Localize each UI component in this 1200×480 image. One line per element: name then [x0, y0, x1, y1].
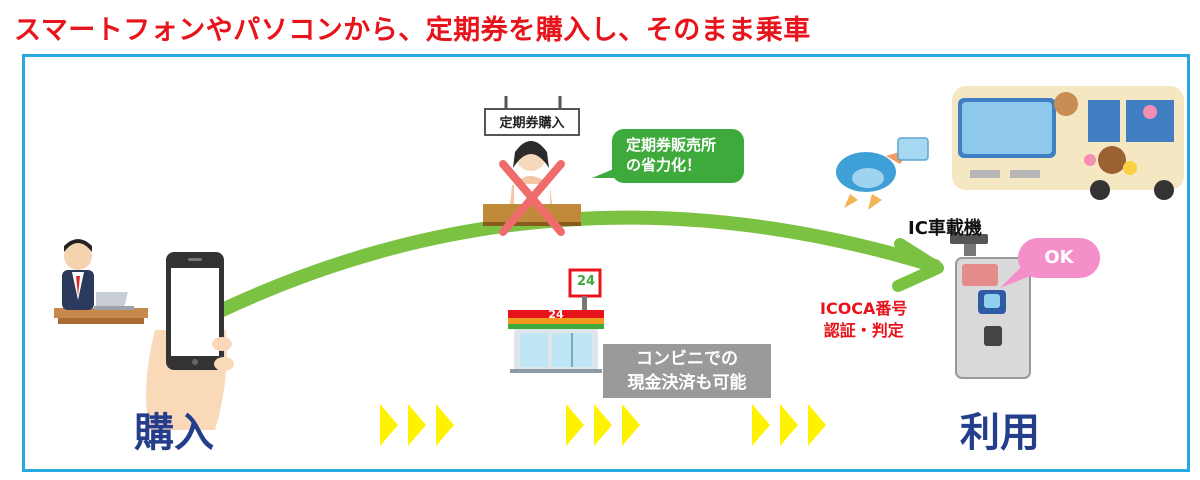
icoca-line-1: ICOCA番号 [820, 299, 908, 318]
bus-illustration [952, 86, 1184, 200]
ok-bubble: OK [1018, 238, 1100, 278]
chevron-3 [436, 404, 454, 446]
chevron-4 [566, 404, 584, 446]
icoca-line-2: 認証・判定 [823, 321, 904, 340]
man-at-laptop-illustration [54, 239, 148, 324]
bubble-line-1: 定期券販売所 [626, 136, 717, 154]
smartphone-illustration [146, 252, 234, 430]
mascot-bird-illustration [836, 137, 929, 210]
cash-note-line-2: 現金決済も可能 [627, 373, 747, 393]
chevron-1 [380, 404, 398, 446]
office-reduction-bubble: 定期券販売所 の省力化！ [612, 129, 744, 183]
chevron-7 [752, 404, 770, 446]
chevron-9 [808, 404, 826, 446]
headline: スマートフォンやパソコンから、定期券を購入し、そのまま乗車 [14, 15, 811, 46]
icoca-verification-note: ICOCA番号 認証・判定 [820, 298, 907, 342]
store-banner-number: 24 [548, 308, 564, 321]
cash-note-line-1: コンビニでの [636, 349, 738, 369]
ic-reader-label: IC車載機 [908, 218, 982, 239]
bubble-line-2: の省力化！ [626, 156, 702, 174]
ic-reader-illustration [950, 234, 1031, 379]
cash-payment-note: コンビニでの 現金決済も可能 [603, 344, 771, 398]
diagram-frame [22, 54, 1190, 472]
ticket-office-illustration [483, 96, 581, 236]
flow-arrow-head [892, 238, 944, 292]
chevron-2 [408, 404, 426, 446]
purchase-label: 購入 [134, 410, 214, 456]
store-sign-number: 24 [576, 274, 596, 289]
use-label: 利用 [960, 410, 1040, 456]
chevron-6 [622, 404, 640, 446]
progress-chevrons [380, 404, 826, 446]
chevron-5 [594, 404, 612, 446]
convenience-store-illustration [508, 268, 604, 373]
ticket-purchase-sign: 定期券購入 [484, 108, 580, 136]
chevron-8 [780, 404, 798, 446]
